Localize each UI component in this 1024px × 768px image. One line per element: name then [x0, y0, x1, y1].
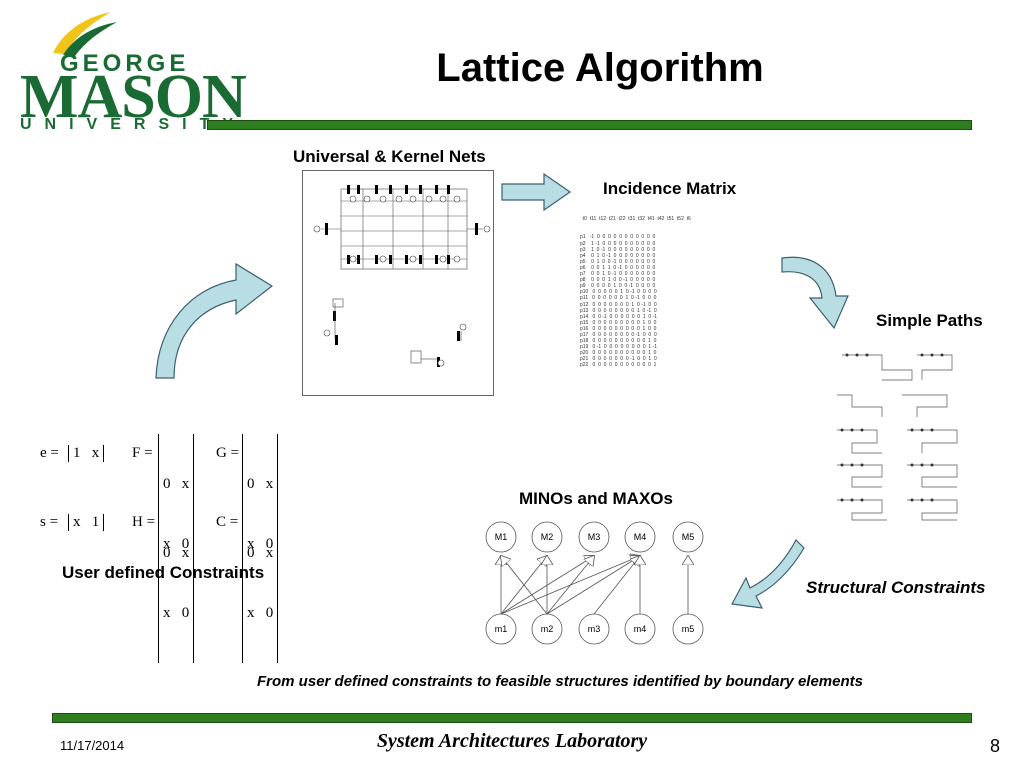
label-simple-paths: Simple Paths	[876, 311, 983, 330]
maxo-node-m2	[531, 521, 563, 553]
matrix-row: p6 0 0 1 1 0 -1 0 0 0 0 0 0	[580, 264, 656, 271]
matrix-row: p14 0 0 -1 0 0 0 0 0 0 1 0 -1	[580, 313, 657, 320]
eq-g-row2: x 0	[247, 536, 274, 552]
logo-mason: MASON	[20, 63, 247, 131]
eq-h-row1: 0 x	[163, 545, 190, 561]
eq-c-row2: x 0	[247, 605, 274, 621]
matrix-row: p16 0 0 0 0 0 0 0 0 0 1 0 0	[580, 325, 657, 332]
arrow-curved-down-right-icon	[781, 256, 849, 330]
mino-node-m4	[624, 613, 656, 645]
simple-paths-graphic	[837, 353, 958, 521]
page-title: Lattice Algorithm	[436, 46, 764, 90]
maxo-node-label: M3	[588, 532, 601, 542]
footer-date: 11/17/2014	[60, 738, 125, 753]
eq-s-label: s =	[40, 514, 59, 530]
label-universal-kernel-nets: Universal & Kernel Nets	[293, 147, 486, 166]
matrix-row: p21 0 0 0 0 0 0 0 -1 0 0 1 0	[580, 356, 657, 363]
matrix-row: p19 0 -1 0 0 0 0 0 0 0 0 1 -1	[580, 344, 657, 351]
matrix-row: p22 0 0 0 0 0 0 0 0 0 0 0 1	[580, 362, 657, 369]
eq-s-row: x 1	[68, 514, 105, 531]
label-user-defined-constraints: User defined Constraints	[62, 563, 265, 582]
lattice-graph: M1 M2 M3 M4 M5 m1 m2 m3 m4 m5	[485, 521, 704, 645]
eq-h-matrix: 0 x x 0	[158, 503, 195, 663]
matrix-row: p2 1 -1 0 0 0 0 0 0 0 0 0 0	[580, 240, 656, 247]
matrix-header: t0 t11 t12 t21 t22 t31 t32 t41 t42 t51 t…	[580, 216, 691, 223]
mino-node-m1	[485, 613, 517, 645]
maxo-node-m5	[672, 521, 704, 553]
matrix-row: p17 0 0 0 0 0 0 0 0 -1 0 0 0	[580, 331, 657, 338]
eq-f-row1: 0 x	[163, 476, 190, 492]
maxo-node-label: M2	[541, 532, 554, 542]
eq-c-label: C =	[216, 514, 239, 530]
eq-e-row: 1 x	[68, 445, 105, 462]
simple-paths-diagram	[822, 345, 970, 525]
eq-h-row2: x 0	[163, 605, 190, 621]
mino-node-m3	[578, 613, 610, 645]
petri-net-graphic	[313, 185, 491, 367]
logo-university: UNIVERSITY	[20, 116, 247, 133]
logo-swoosh-icon	[53, 12, 117, 56]
logo-george: GEORGE	[60, 50, 190, 77]
mino-node-label: m1	[495, 624, 508, 634]
matrix-row: p4 0 1 0 -1 0 0 0 0 0 0 0 0	[580, 252, 656, 259]
label-minos-maxos: MINOs and MAXOs	[519, 489, 673, 508]
eq-e-label: e =	[40, 445, 59, 461]
matrix-row: p5 0 1 0 0 -1 0 0 0 0 0 0 0	[580, 258, 656, 265]
eq-g-label: G =	[216, 445, 240, 461]
arrow-right-icon	[501, 172, 572, 212]
maxo-node-m3	[578, 521, 610, 553]
matrix-row: p10 0 0 0 0 0 1 0 -1 0 0 0 0	[580, 289, 657, 296]
footer-lab-name: System Architectures Laboratory	[376, 730, 648, 752]
matrix-row: p1 -1 0 0 0 0 0 0 0 0 0 0 0	[580, 234, 656, 241]
eq-c-matrix: 0 x x 0	[242, 503, 279, 663]
maxo-node-m4	[624, 521, 656, 553]
matrix-row: p7 0 0 1 0 -1 0 0 0 0 0 0 0	[580, 271, 656, 278]
eq-c-row1: 0 x	[247, 545, 274, 561]
matrix-row: p11 0 0 0 0 0 0 1 0 -1 0 0 0	[580, 295, 657, 302]
mino-node-label: m4	[634, 624, 647, 634]
matrix-row: p3 1 0 -1 0 0 0 0 0 0 0 0 0	[580, 246, 656, 253]
matrix-row: p20 0 0 0 0 0 0 0 0 0 0 1 0	[580, 350, 657, 357]
footer-divider-bar	[52, 713, 972, 723]
eq-h-label: H =	[132, 514, 156, 530]
matrix-row: p13 0 0 0 0 0 0 0 0 1 0 -1 0	[580, 307, 657, 314]
maxo-node-m1	[485, 521, 517, 553]
mino-node-m2	[531, 613, 563, 645]
matrix-row: p12 0 0 0 0 0 0 0 1 0 -1 0 0	[580, 301, 657, 308]
matrix-row: p9 0 0 0 0 1 0 0 -1 0 0 0 0	[580, 283, 656, 290]
incidence-matrix: t0 t11 t12 t21 t22 t31 t32 t41 t42 t51 t…	[580, 204, 691, 375]
header-divider-bar	[207, 120, 972, 130]
eq-f-row2: x 0	[163, 536, 190, 552]
eq-f-label: F =	[132, 445, 153, 461]
matrix-row: p8 0 0 0 1 0 0 -1 0 0 0 0 0	[580, 277, 656, 284]
maxo-node-label: M1	[495, 532, 508, 542]
maxo-node-label: M4	[634, 532, 647, 542]
arrow-curved-down-left-icon	[731, 539, 805, 609]
label-incidence-matrix: Incidence Matrix	[603, 179, 737, 198]
petri-net-diagram	[302, 170, 494, 396]
matrix-row: p18 0 0 0 0 0 0 0 0 0 0 1 0	[580, 338, 657, 345]
mino-node-label: m2	[541, 624, 554, 634]
mino-node-label: m5	[682, 624, 695, 634]
mino-node-m5	[672, 613, 704, 645]
arrow-curved-up-right-icon	[155, 262, 274, 379]
label-structural-constraints: Structural Constraints	[806, 578, 986, 597]
matrix-row: p15 0 0 0 0 0 0 0 0 0 1 0 0	[580, 319, 657, 326]
footer-page-number: 8	[990, 736, 1001, 756]
maxo-node-label: M5	[682, 532, 695, 542]
slide-caption: From user defined constraints to feasibl…	[257, 673, 863, 690]
eq-g-row1: 0 x	[247, 476, 274, 492]
mino-node-label: m3	[588, 624, 601, 634]
equations-block: e = 1 x F = 0 x x 0 G = 0 x x 0 s = x 1 …	[40, 430, 300, 663]
